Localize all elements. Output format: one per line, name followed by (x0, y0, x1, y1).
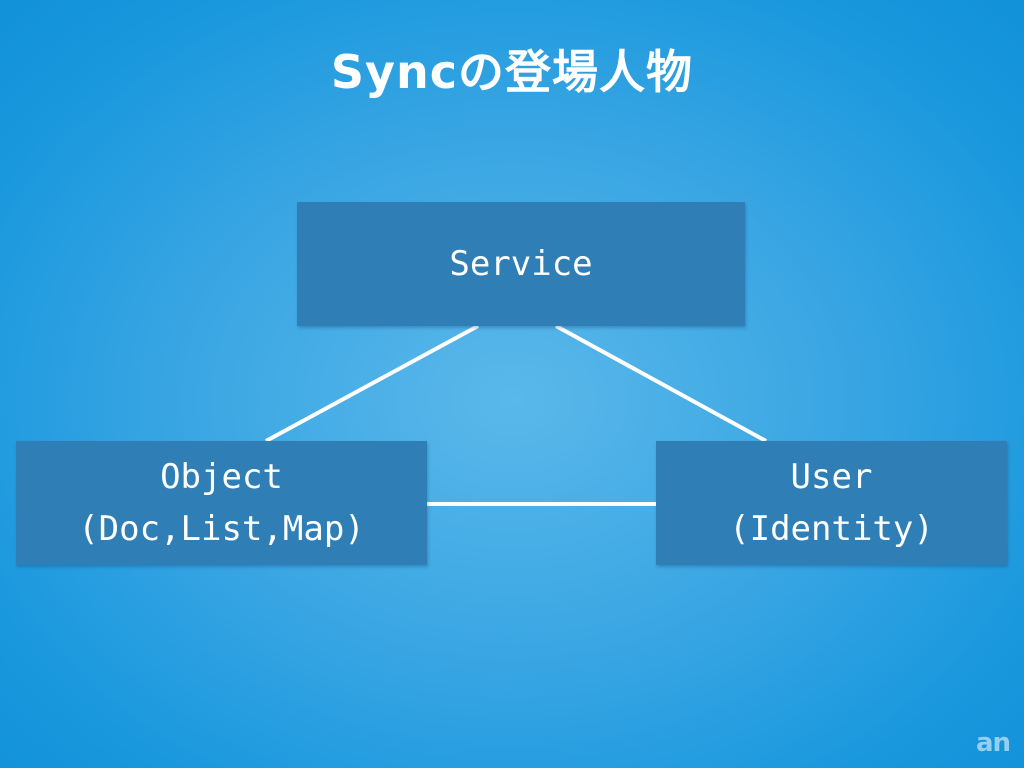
watermark-logo: an (975, 728, 1011, 758)
node-service-label: Service (449, 244, 593, 284)
node-user: User (Identity) (656, 441, 1007, 565)
edge-service-object (265, 324, 479, 443)
node-user-label: User (790, 457, 873, 497)
slide-title: Syncの登場人物 (330, 45, 694, 99)
node-user-sublabel: (Identity) (729, 509, 934, 549)
node-object: Object (Doc,List,Map) (16, 441, 427, 565)
node-service: Service (297, 202, 745, 326)
node-object-label: Object (160, 457, 283, 497)
node-object-sublabel: (Doc,List,Map) (78, 509, 365, 549)
edge-service-user (555, 324, 767, 443)
